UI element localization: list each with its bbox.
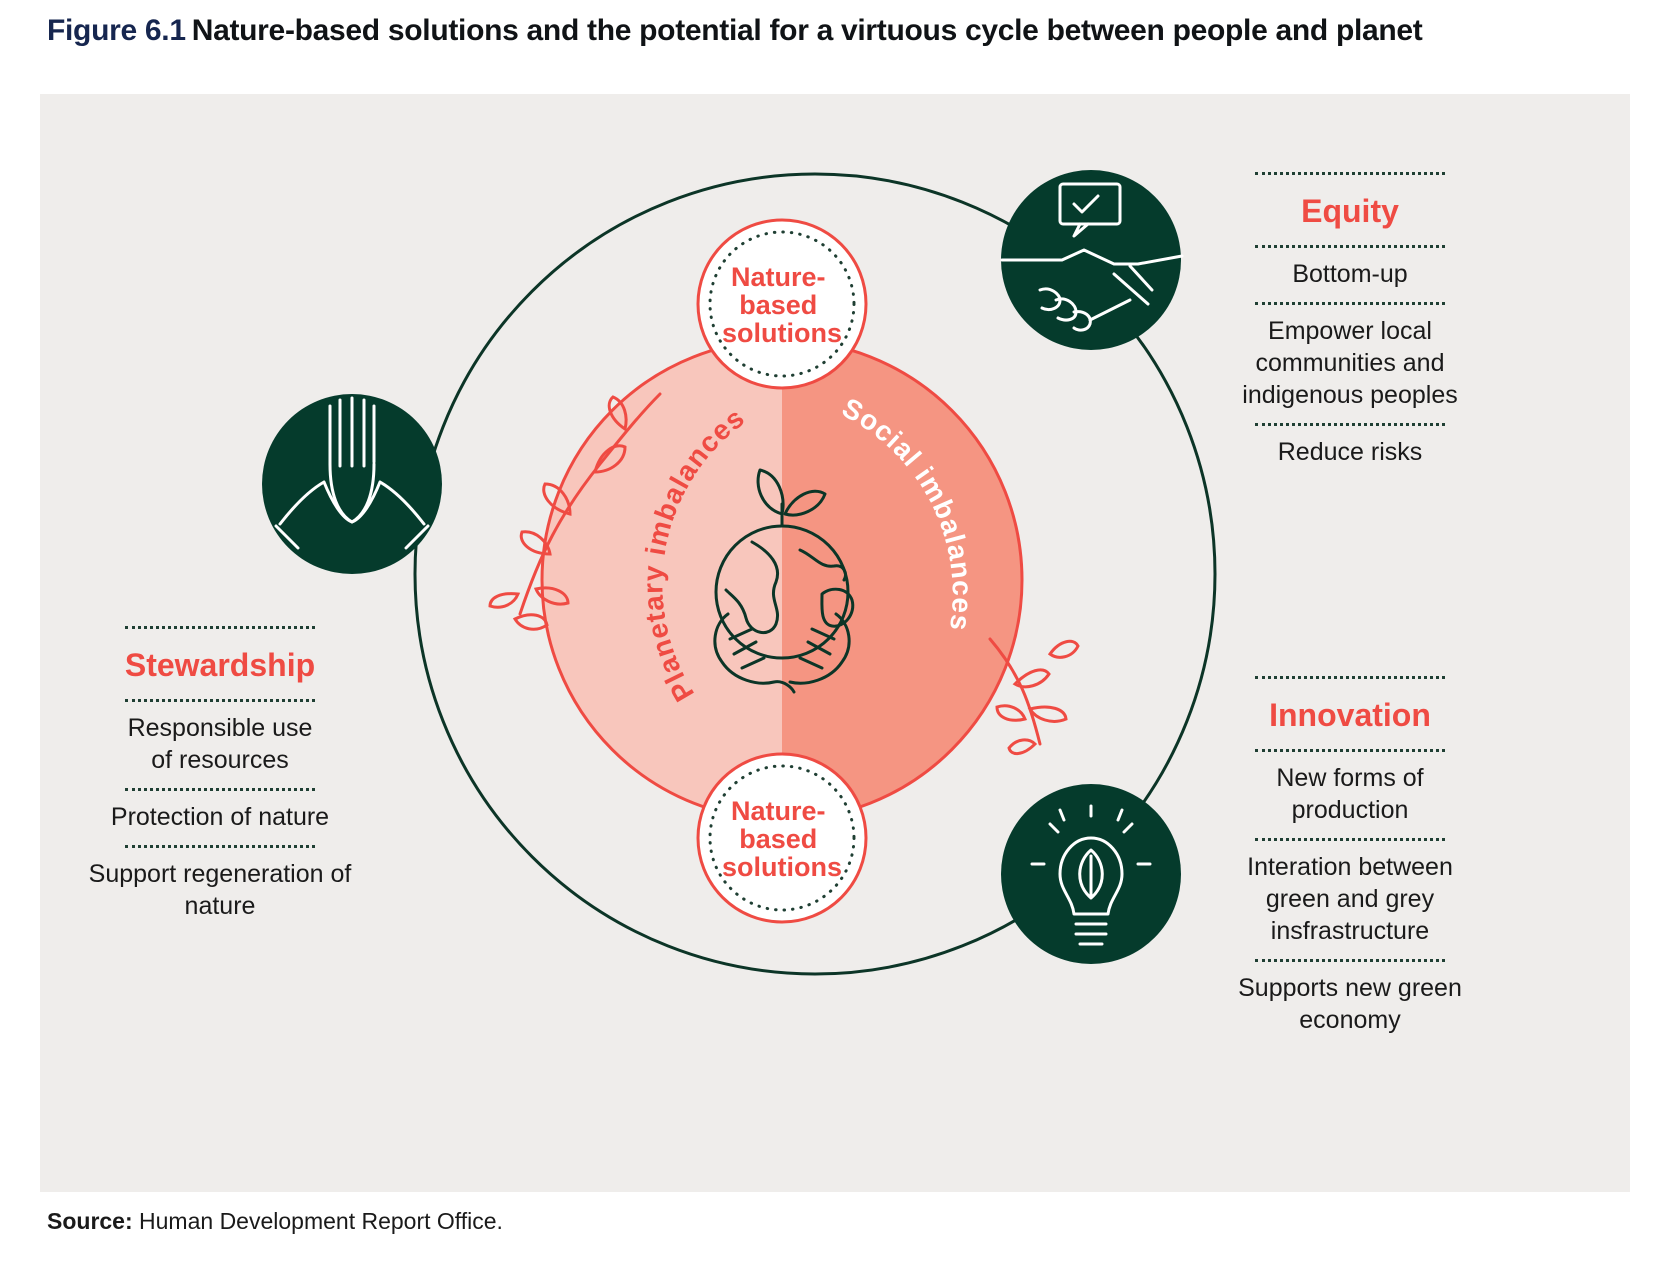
source-label: Source:: [47, 1208, 133, 1234]
svg-text:Nature- based: Nature- based solutions: [722, 262, 842, 348]
source-text: Human Development Report Office.: [139, 1208, 503, 1234]
equity-item-2: Empower local communities and indigenous…: [1242, 317, 1458, 409]
divider: [1255, 959, 1445, 962]
divider: [125, 845, 315, 848]
divider: [1255, 838, 1445, 841]
equity-heading: Equity: [1301, 193, 1399, 229]
divider: [1255, 749, 1445, 752]
equity-item-3: Reduce risks: [1277, 438, 1423, 466]
stewardship-item-3: Support regeneration of nature: [88, 860, 352, 920]
innovation-item-2: Interation between green and grey insfra…: [1247, 853, 1453, 945]
equity-panel: Equity Bottom-up Empower local communiti…: [1230, 172, 1470, 480]
innovation-heading: Innovation: [1269, 697, 1431, 733]
stewardship-panel: Stewardship Responsible use of resources…: [89, 626, 351, 934]
divider: [1255, 423, 1445, 426]
right-branch-icon: [988, 637, 1080, 755]
earth-in-hands-icon: [713, 468, 855, 694]
innovation-item-3: Supports new green economy: [1238, 974, 1462, 1034]
top-node-line-1: Nature-: [731, 262, 826, 292]
divider: [1255, 245, 1445, 248]
left-branch-icon: [488, 392, 662, 631]
nature-based-solutions-top-node: Nature- based solutions: [696, 218, 868, 390]
divider: [125, 626, 315, 629]
stewardship-item-2: Protection of nature: [110, 803, 330, 831]
source-note: Source: Human Development Report Office.: [47, 1208, 503, 1235]
stewardship-heading: Stewardship: [124, 647, 316, 683]
bottom-node-line-3: solutions: [722, 852, 842, 882]
divider: [125, 699, 315, 702]
divider: [1255, 676, 1445, 679]
innovation-item-1: New forms of production: [1276, 764, 1424, 824]
figure-number: Figure 6.1: [47, 14, 186, 47]
divider: [1255, 302, 1445, 305]
nature-based-solutions-bottom-node: Nature- based solutions: [696, 752, 868, 924]
bottom-node-line-1: Nature-: [731, 796, 826, 826]
handshake-icon: [1000, 170, 1184, 350]
innovation-panel: Innovation New forms of production Inter…: [1230, 676, 1470, 1048]
stewardship-item-1: Responsible use of resources: [127, 714, 313, 774]
virtuous-cycle-diagram: Planetary imbalances Social imbalances: [262, 170, 1217, 976]
divider: [1255, 172, 1445, 175]
bottom-node-line-2: based: [739, 824, 817, 854]
figure-title-text: Nature-based solutions and the potential…: [191, 14, 1423, 47]
top-node-line-2: based: [739, 290, 817, 320]
equity-item-1: Bottom-up: [1292, 260, 1408, 288]
top-node-line-3: solutions: [722, 318, 842, 348]
diagram-panel: Planetary imbalances Social imbalances: [40, 94, 1630, 1192]
outer-cycle-ring: [413, 172, 1217, 976]
lightbulb-leaf-icon: [1001, 784, 1181, 964]
hands-together-icon: [262, 394, 442, 574]
divider: [125, 788, 315, 791]
svg-text:Nature- based: Nature- based solutions: [722, 796, 842, 882]
